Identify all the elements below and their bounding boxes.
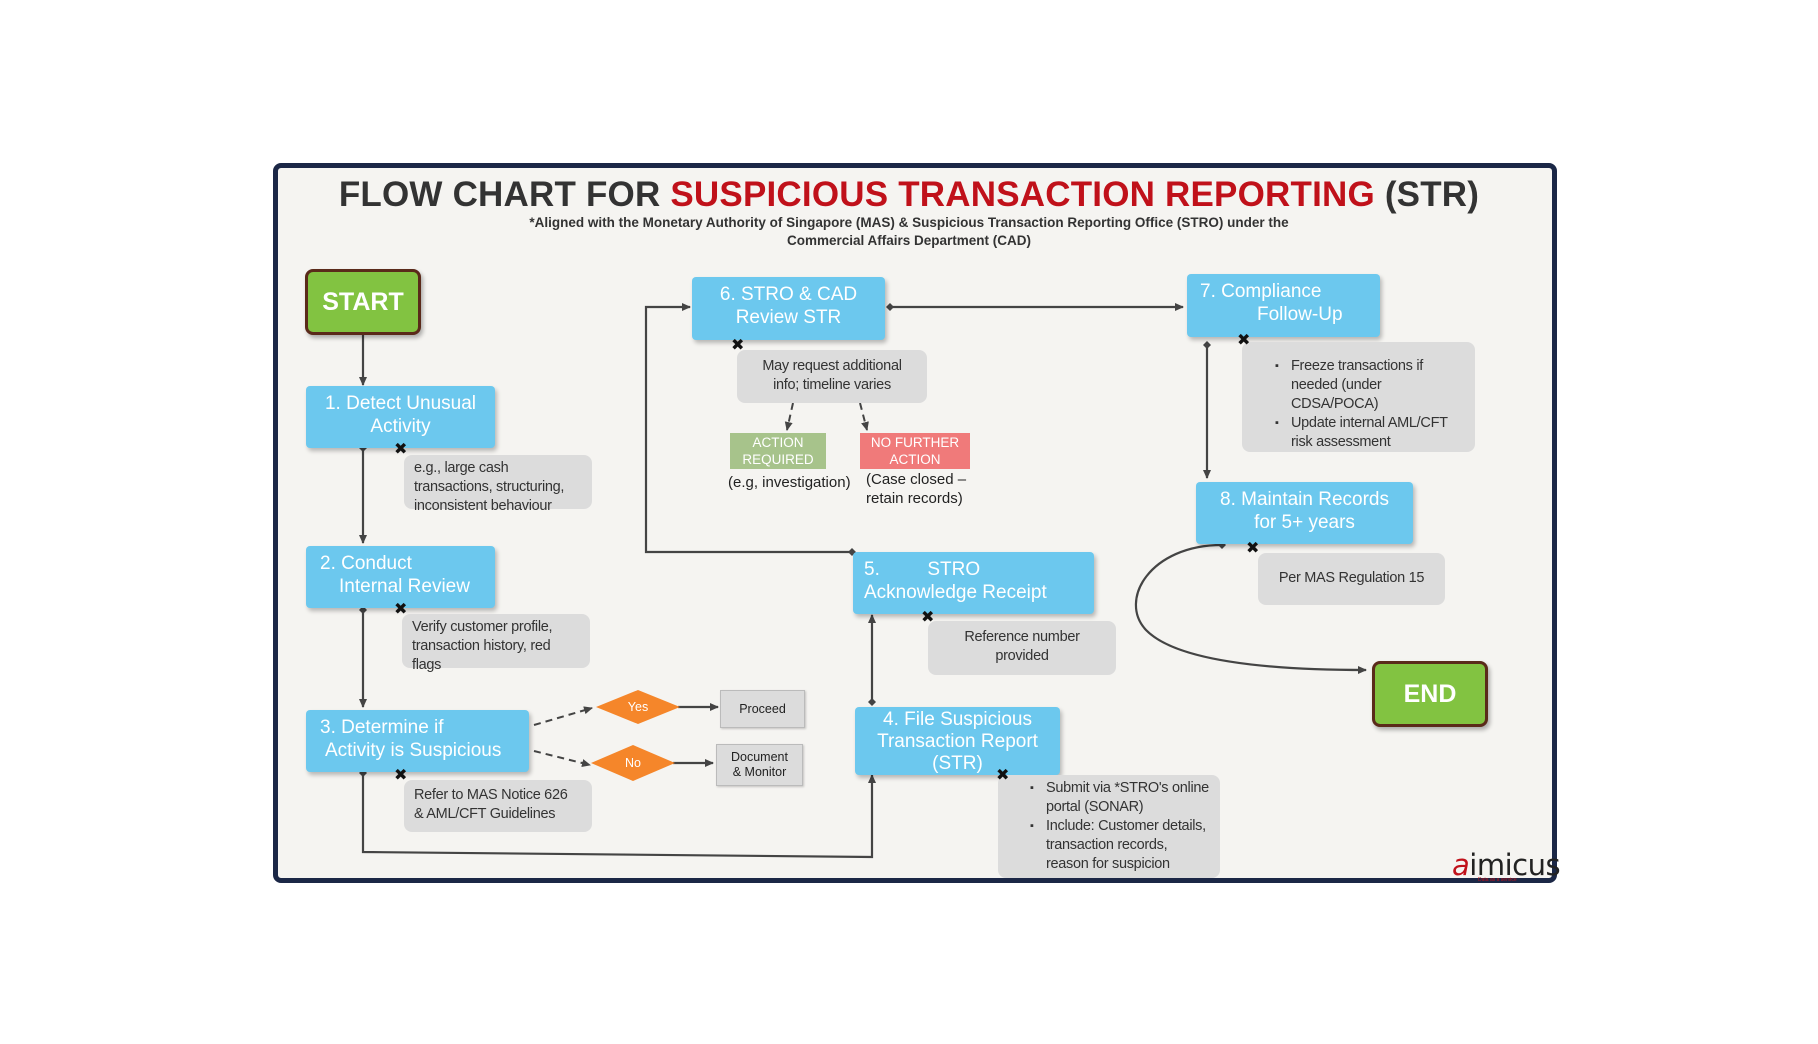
step-3-determine-if-suspicious: 3. Determine if Activity is Suspicious — [306, 710, 529, 772]
step-6-line-2: Review STR — [735, 307, 842, 328]
step-6-line-1: 6. STRO & CAD — [719, 284, 858, 305]
action-required-caption: (e.g, investigation) — [728, 474, 851, 491]
no-further-line-2: ACTION — [889, 452, 941, 467]
connector-step3-step4 — [359, 769, 876, 859]
step-3-note-line: Refer to MAS Notice 626 — [414, 787, 568, 803]
step-3-line-1: 3. Determine if — [320, 717, 444, 738]
step-8-note: Per MAS Regulation 15 — [1258, 553, 1445, 605]
connector-step8-end — [1134, 541, 1367, 674]
logo-tagline: Data as a service — [1478, 877, 1517, 883]
no-further-caption-line-1: (Case closed – — [866, 471, 967, 488]
step-6-note: May request additional info; timeline va… — [737, 350, 927, 403]
step-2-note: Verify customer profile, transaction his… — [402, 614, 590, 673]
pushpin-icon: ✖ — [394, 601, 408, 618]
step-7-line-2: Follow-Up — [1257, 304, 1343, 325]
pushpin-icon: ✖ — [921, 609, 935, 626]
connector-step6-action — [784, 402, 794, 431]
action-required-line-2: REQUIRED — [742, 452, 814, 467]
aimicus-logo: aimicus — [1452, 848, 1561, 882]
decision-no-label: No — [625, 756, 641, 770]
step-1-line-1: 1. Detect Unusual — [324, 393, 477, 414]
decision-yes-label: Yes — [627, 700, 649, 714]
step-1-note: e.g., large cash transactions, structuri… — [404, 455, 592, 514]
step-1-note-line: e.g., large cash — [414, 460, 509, 476]
subtitle-line-2: Commercial Affairs Department (CAD) — [786, 233, 1032, 248]
document-monitor-line-2: & Monitor — [732, 765, 787, 779]
step-8-line-2: for 5+ years — [1254, 512, 1355, 533]
pushpin-icon: ✖ — [1237, 332, 1251, 349]
step-5-note-line: provided — [995, 648, 1049, 664]
step-7-line-1: 7. Compliance — [1200, 281, 1322, 302]
step-2-line-2: Internal Review — [339, 576, 470, 597]
step-4-line-2: Transaction Report — [877, 731, 1038, 752]
step-5-line-2: Acknowledge Receipt — [864, 582, 1047, 603]
step-6-note-line: info; timeline varies — [773, 377, 891, 393]
pushpin-icon: ✖ — [394, 441, 408, 458]
action-required-tag: ACTION REQUIRED — [730, 433, 826, 469]
connector-step6-nofurther — [859, 402, 869, 431]
connector-step3-yes — [533, 706, 593, 726]
no-further-line-1: NO FURTHER — [870, 435, 960, 450]
step-1-detect-unusual-activity: 1. Detect Unusual Activity — [306, 386, 495, 448]
step-2-note-line: Verify customer profile, — [412, 619, 553, 635]
no-further-action-caption: (Case closed – retain records) — [866, 470, 966, 508]
step-7-compliance-follow-up: 7. Compliance Follow-Up — [1187, 274, 1380, 337]
decision-yes-diamond — [596, 690, 680, 724]
no-further-action-tag: NO FURTHER ACTION — [860, 433, 970, 469]
step-4-file-str: 4. File Suspicious Transaction Report (S… — [855, 707, 1060, 775]
connector-step3-no — [533, 750, 591, 767]
page-title: FLOW CHART FOR SUSPICIOUS TRANSACTION RE… — [338, 175, 1480, 214]
pushpin-icon: ✖ — [394, 767, 408, 784]
step-5-note-line: Reference number — [964, 629, 1080, 645]
step-8-line-1: 8. Maintain Records — [1220, 489, 1389, 510]
step-3-note-line: & AML/CFT Guidelines — [414, 806, 556, 822]
no-further-caption-line-2: retain records) — [866, 490, 963, 507]
step-4-line-3: (STR) — [932, 753, 983, 774]
document-monitor-box: Document & Monitor — [716, 744, 803, 786]
step-1-note-line: transactions, structuring, — [414, 479, 565, 495]
decision-no-diamond — [591, 745, 675, 781]
document-monitor-line-1: Document — [731, 750, 788, 764]
step-2-note-line: flags — [412, 657, 442, 673]
start-terminal: START — [305, 269, 421, 335]
step-5-stro-acknowledge: 5. STRO Acknowledge Receipt — [853, 552, 1094, 614]
subtitle-line-1: *Aligned with the Monetary Authority of … — [529, 215, 1289, 230]
step-2-note-line: transaction history, red — [412, 638, 551, 654]
step-1-note-line: inconsistent behaviour — [414, 498, 552, 514]
proceed-box: Proceed — [720, 690, 805, 728]
step-3-note: Refer to MAS Notice 626 & AML/CFT Guidel… — [404, 780, 592, 832]
step-5-note: Reference number provided — [928, 621, 1116, 675]
step-3-line-2: Activity is Suspicious — [325, 740, 502, 761]
step-5-line-1: 5. STRO — [864, 559, 981, 580]
step-4-line-1: 4. File Suspicious — [883, 709, 1032, 730]
connector-step5-step6 — [644, 303, 856, 556]
action-required-line-1: ACTION — [752, 435, 804, 450]
step-4-bullet: Include: Customer details,transaction re… — [1030, 817, 1210, 874]
step-8-maintain-records: 8. Maintain Records for 5+ years — [1196, 482, 1413, 544]
step-6-note-line: May request additional — [762, 358, 902, 374]
end-terminal: END — [1372, 661, 1488, 727]
step-2-line-1: 2. Conduct — [320, 553, 412, 574]
pushpin-icon: ✖ — [996, 767, 1010, 784]
step-1-line-2: Activity — [370, 416, 431, 437]
pushpin-icon: ✖ — [1246, 540, 1260, 557]
pushpin-icon: ✖ — [731, 337, 745, 354]
step-2-conduct-internal-review: 2. Conduct Internal Review — [306, 546, 495, 608]
step-6-stro-cad-review: 6. STRO & CAD Review STR — [692, 277, 885, 340]
